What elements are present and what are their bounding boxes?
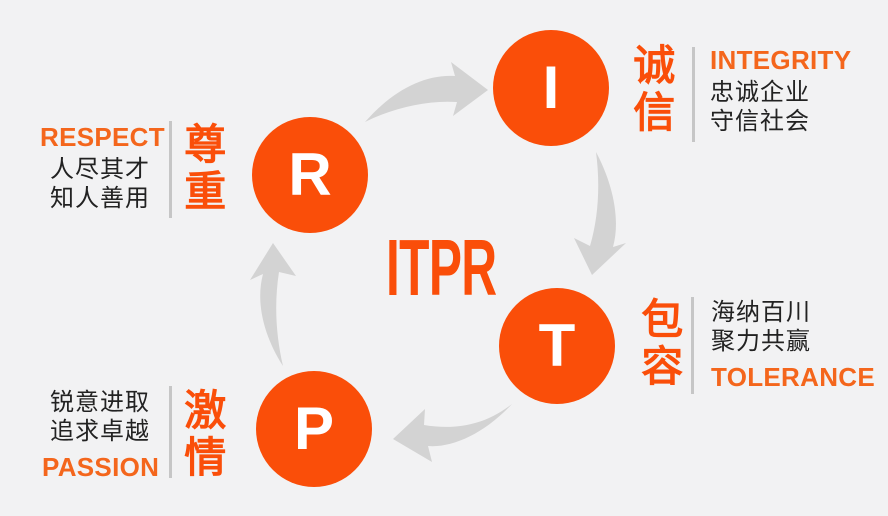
desc-line: 锐意进取 [50, 389, 150, 416]
value-en-passion: PASSION [42, 452, 160, 482]
curved-arrow-t-to-p-icon [393, 404, 512, 462]
node-letter-tolerance: T [538, 312, 576, 379]
divider-passion [169, 386, 172, 478]
value-en-integrity: INTEGRITY [710, 45, 852, 75]
desc-block-respect: RESPECT 人尽其才 知人善用 [40, 122, 165, 213]
value-cn-tolerance: 包容 [641, 296, 684, 391]
node-letter-integrity: I [542, 54, 560, 121]
node-circle-passion: P [256, 371, 372, 487]
desc-line: 聚力共赢 [711, 328, 811, 355]
desc-line: 海纳百川 [711, 299, 811, 326]
node-circle-respect: R [252, 117, 368, 233]
node-letter-respect: R [288, 141, 332, 208]
desc-line: 知人善用 [50, 185, 150, 212]
divider-integrity [692, 47, 695, 142]
curved-arrow-i-to-t-icon [574, 152, 626, 275]
node-letter-passion: P [293, 395, 335, 462]
value-cn-integrity: 诚信 [633, 42, 676, 137]
value-en-tolerance: TOLERANCE [711, 362, 876, 392]
diagram-title: ITPR [386, 223, 497, 312]
desc-line: 忠诚企业 [710, 79, 810, 106]
desc-block-integrity: INTEGRITY 忠诚企业 守信社会 [710, 45, 851, 136]
divider-respect [169, 121, 172, 218]
node-circle-tolerance: T [499, 288, 615, 404]
curved-arrow-r-to-i-icon [365, 62, 488, 122]
value-en-respect: RESPECT [40, 122, 165, 152]
desc-line: 人尽其才 [50, 156, 150, 183]
desc-block-passion: 锐意进取 追求卓越 PASSION [42, 388, 160, 482]
desc-line: 追求卓越 [50, 418, 150, 445]
desc-block-tolerance: 海纳百川 聚力共赢 TOLERANCE [711, 298, 875, 392]
curved-arrow-p-to-r-icon [250, 243, 296, 366]
node-circle-integrity: I [493, 30, 609, 146]
desc-line: 守信社会 [710, 108, 810, 135]
value-cn-passion: 激情 [184, 387, 227, 482]
divider-tolerance [691, 297, 694, 394]
value-cn-respect: 尊重 [184, 121, 227, 216]
